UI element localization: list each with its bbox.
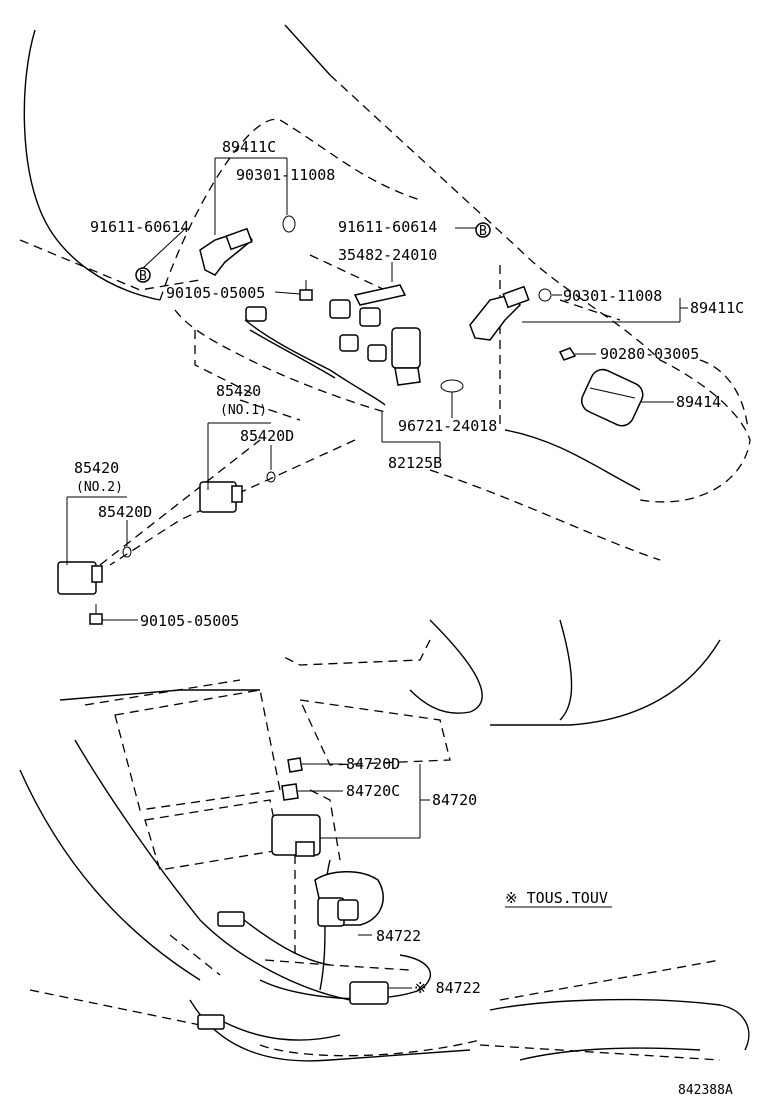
label-91611-right: 91611-60614 <box>338 218 437 236</box>
leader-lines-lower <box>298 763 612 989</box>
wire-harness-82125b <box>244 299 421 406</box>
label-90105-bottom: 90105-05005 <box>140 612 239 630</box>
diagram-id: 842388A <box>678 1083 733 1098</box>
o-ring-85420d-1 <box>266 471 276 483</box>
label-96721: 96721-24018 <box>398 417 497 435</box>
label-85420d-1: 85420D <box>240 427 294 445</box>
switch-85420-no1 <box>199 481 243 513</box>
sensor-89411c-right <box>469 285 530 341</box>
leader-lines-upper <box>66 157 688 621</box>
relay-89414 <box>581 368 644 427</box>
label-note-tous-touv: ※ TOUS.TOUV <box>505 889 608 907</box>
label-85420-no1: 85420 <box>216 382 261 400</box>
label-35482: 35482-24010 <box>338 246 437 264</box>
upper-outline <box>19 24 751 566</box>
label-85420-no2: 85420 <box>74 459 119 477</box>
o-ring-top <box>282 215 296 233</box>
label-90280: 90280-03005 <box>600 345 699 363</box>
label-84720d: 84720D <box>346 755 400 773</box>
switch-85420-no2 <box>57 561 103 595</box>
svg-text:B: B <box>479 224 487 239</box>
plug-left-lower <box>197 1014 341 1041</box>
cap-84720d <box>287 757 303 773</box>
gasket-96721 <box>440 379 464 393</box>
label-90301-top: 90301-11008 <box>236 166 335 184</box>
switch-84720 <box>271 814 321 857</box>
label-85420d-2: 85420D <box>98 503 152 521</box>
labels: 89411C 90301-11008 91611-60614 91611-606… <box>74 138 744 1098</box>
o-ring-85420d-2 <box>122 546 132 558</box>
sensor-89411c-left <box>199 227 254 276</box>
plug-left-upper <box>217 911 331 966</box>
label-84720: 84720 <box>432 791 477 809</box>
bolt-90105-bottom <box>89 604 103 625</box>
bolt-90105-top <box>299 280 313 301</box>
o-ring-right <box>538 288 552 302</box>
connector-84722-star <box>349 981 389 1005</box>
label-89414: 89414 <box>676 393 721 411</box>
label-89411c-top: 89411C <box>222 138 276 156</box>
label-89411c-right: 89411C <box>690 299 744 317</box>
label-82125b: 82125B <box>388 454 442 472</box>
bracket-35482 <box>353 284 407 306</box>
svg-text:B: B <box>139 269 147 284</box>
label-90105-top: 90105-05005 <box>166 284 265 302</box>
connector-84722 <box>314 871 384 927</box>
label-84720c: 84720C <box>346 782 400 800</box>
label-84722: 84722 <box>376 927 421 945</box>
label-no1: (NO.1) <box>220 403 267 418</box>
clip-90280 <box>558 347 577 361</box>
label-90301-right: 90301-11008 <box>563 287 662 305</box>
cap-84720c <box>281 783 299 801</box>
b-marker-left: B <box>135 267 151 284</box>
label-91611-left: 91611-60614 <box>90 218 189 236</box>
label-84722-star: ※ 84722 <box>414 979 481 997</box>
label-no2: (NO.2) <box>76 480 123 495</box>
b-marker-right: B <box>475 222 491 239</box>
